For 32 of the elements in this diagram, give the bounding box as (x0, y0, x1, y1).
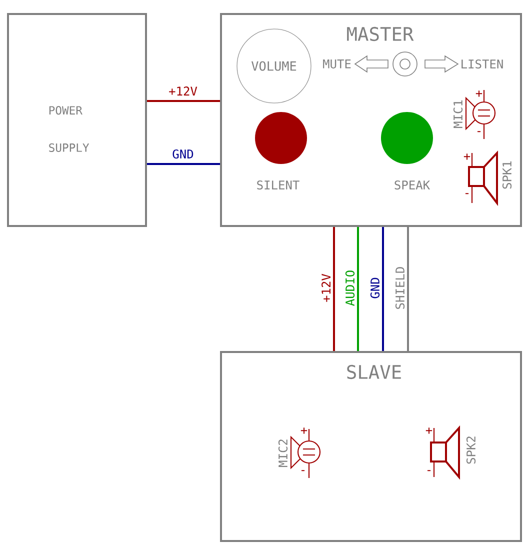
wire (382, 227, 384, 351)
pin-label: - (465, 193, 469, 194)
wire-label: +12V (322, 274, 330, 302)
wire-label: SHIELD (395, 267, 405, 309)
lamp-label: SPEAK (394, 180, 430, 190)
wire-label: AUDIO (345, 270, 355, 306)
wire (147, 100, 220, 102)
wire-label: +12V (169, 86, 198, 96)
wire (407, 227, 409, 351)
indicator-lamp (255, 112, 307, 164)
pin-label: - (477, 131, 481, 132)
pin-label: - (427, 470, 431, 472)
pin-label: - (301, 470, 305, 472)
switch-label: MUTE (323, 60, 351, 68)
switch-label: LISTEN (462, 59, 503, 69)
pin-label: + (476, 90, 482, 97)
indicator-lamp (381, 112, 433, 164)
part-name: SPK2 (466, 436, 476, 464)
wire (357, 227, 359, 351)
power-supply-box: POWER SUPPLY (7, 13, 147, 227)
wire (147, 163, 220, 165)
part-name: MIC1 (453, 100, 463, 128)
lamp-label: SILENT (257, 180, 300, 190)
pin-label: + (426, 428, 432, 434)
wire-label: GND (172, 149, 194, 159)
pin-label: + (464, 154, 470, 160)
part-name: MIC2 (278, 440, 288, 467)
wire (333, 227, 335, 351)
volume-knob: VOLUME (236, 28, 312, 104)
pin-label: + (300, 428, 308, 434)
wire-label: GND (370, 278, 380, 298)
part-name: SPK1 (502, 161, 512, 189)
